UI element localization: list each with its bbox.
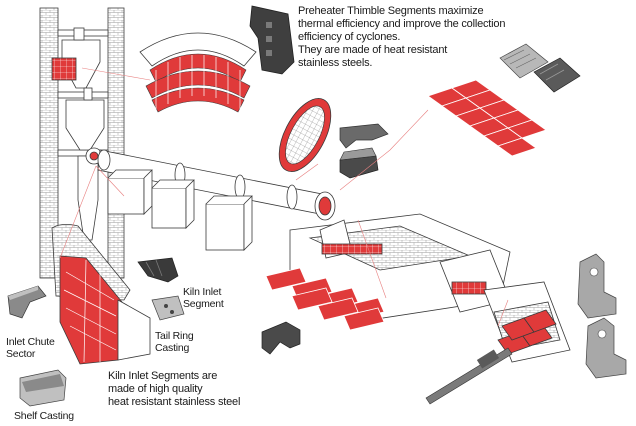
cooler-chain-links [265,267,385,331]
preheater-thimble-line-2: thermal efficiency and improve the colle… [298,18,506,30]
cooler-discharge [483,281,571,363]
rotary-kiln [97,149,333,251]
shelf-casting-line-1: Shelf Casting [14,410,74,422]
inlet-chute-sector-line-2: Sector [6,348,36,360]
kiln-inlet-section [51,224,151,365]
clinker-cooler [289,191,511,321]
cooler-plate-parts [499,43,581,93]
kiln-inlet-segment-line-2: Segment [183,298,224,310]
preheater-thimble-line-5: stainless steels. [298,57,373,69]
preheater-thimble-line-1: Preheater Thimble Segments maximize [298,5,484,17]
preheater-thimble-text: Preheater Thimble Segments maximize ther… [298,5,505,70]
cooler-grate-plates [427,79,547,157]
shelf-casting-part [19,369,67,407]
grate-rod [425,347,513,405]
bracket-part [261,321,301,355]
inlet-chute-sector-line-1: Inlet Chute [6,336,55,348]
crusher-hammers [577,253,627,379]
shelf-casting-label: Shelf Casting [14,410,74,422]
thimble-segment-part [249,5,295,75]
kiln-inlet-segment-line-1: Kiln Inlet [183,286,222,298]
kiln-inlet-segments-note-line-3: heat resistant stainless steel [108,396,241,408]
tail-ring-casting-part [151,295,185,321]
kiln-inlet-segments-note-line-2: made of high quality [108,383,203,395]
kiln-inlet-segments-note: Kiln Inlet Segments are made of high qua… [108,370,240,409]
kiln-inlet-segment-part [137,257,179,283]
kiln-outlet-ring [278,98,332,172]
nose-ring-parts [339,123,389,179]
inlet-chute-sector-label: Inlet Chute Sector [6,336,55,360]
preheater-thimble-line-3: efficiency of cyclones. [298,31,401,43]
preheater-thimble-line-4: They are made of heat resistant [298,44,448,56]
tail-ring-casting-label: Tail Ring Casting [155,330,194,354]
thimble-segment-ring [139,32,257,113]
inlet-chute-sector-part [7,285,47,319]
kiln-inlet-segments-note-line-1: Kiln Inlet Segments are [108,370,218,382]
tail-ring-casting-line-2: Casting [155,342,190,354]
kiln-inlet-segment-label: Kiln Inlet Segment [183,286,224,310]
leader-lines [59,67,509,327]
tail-ring-casting-line-1: Tail Ring [155,330,194,342]
